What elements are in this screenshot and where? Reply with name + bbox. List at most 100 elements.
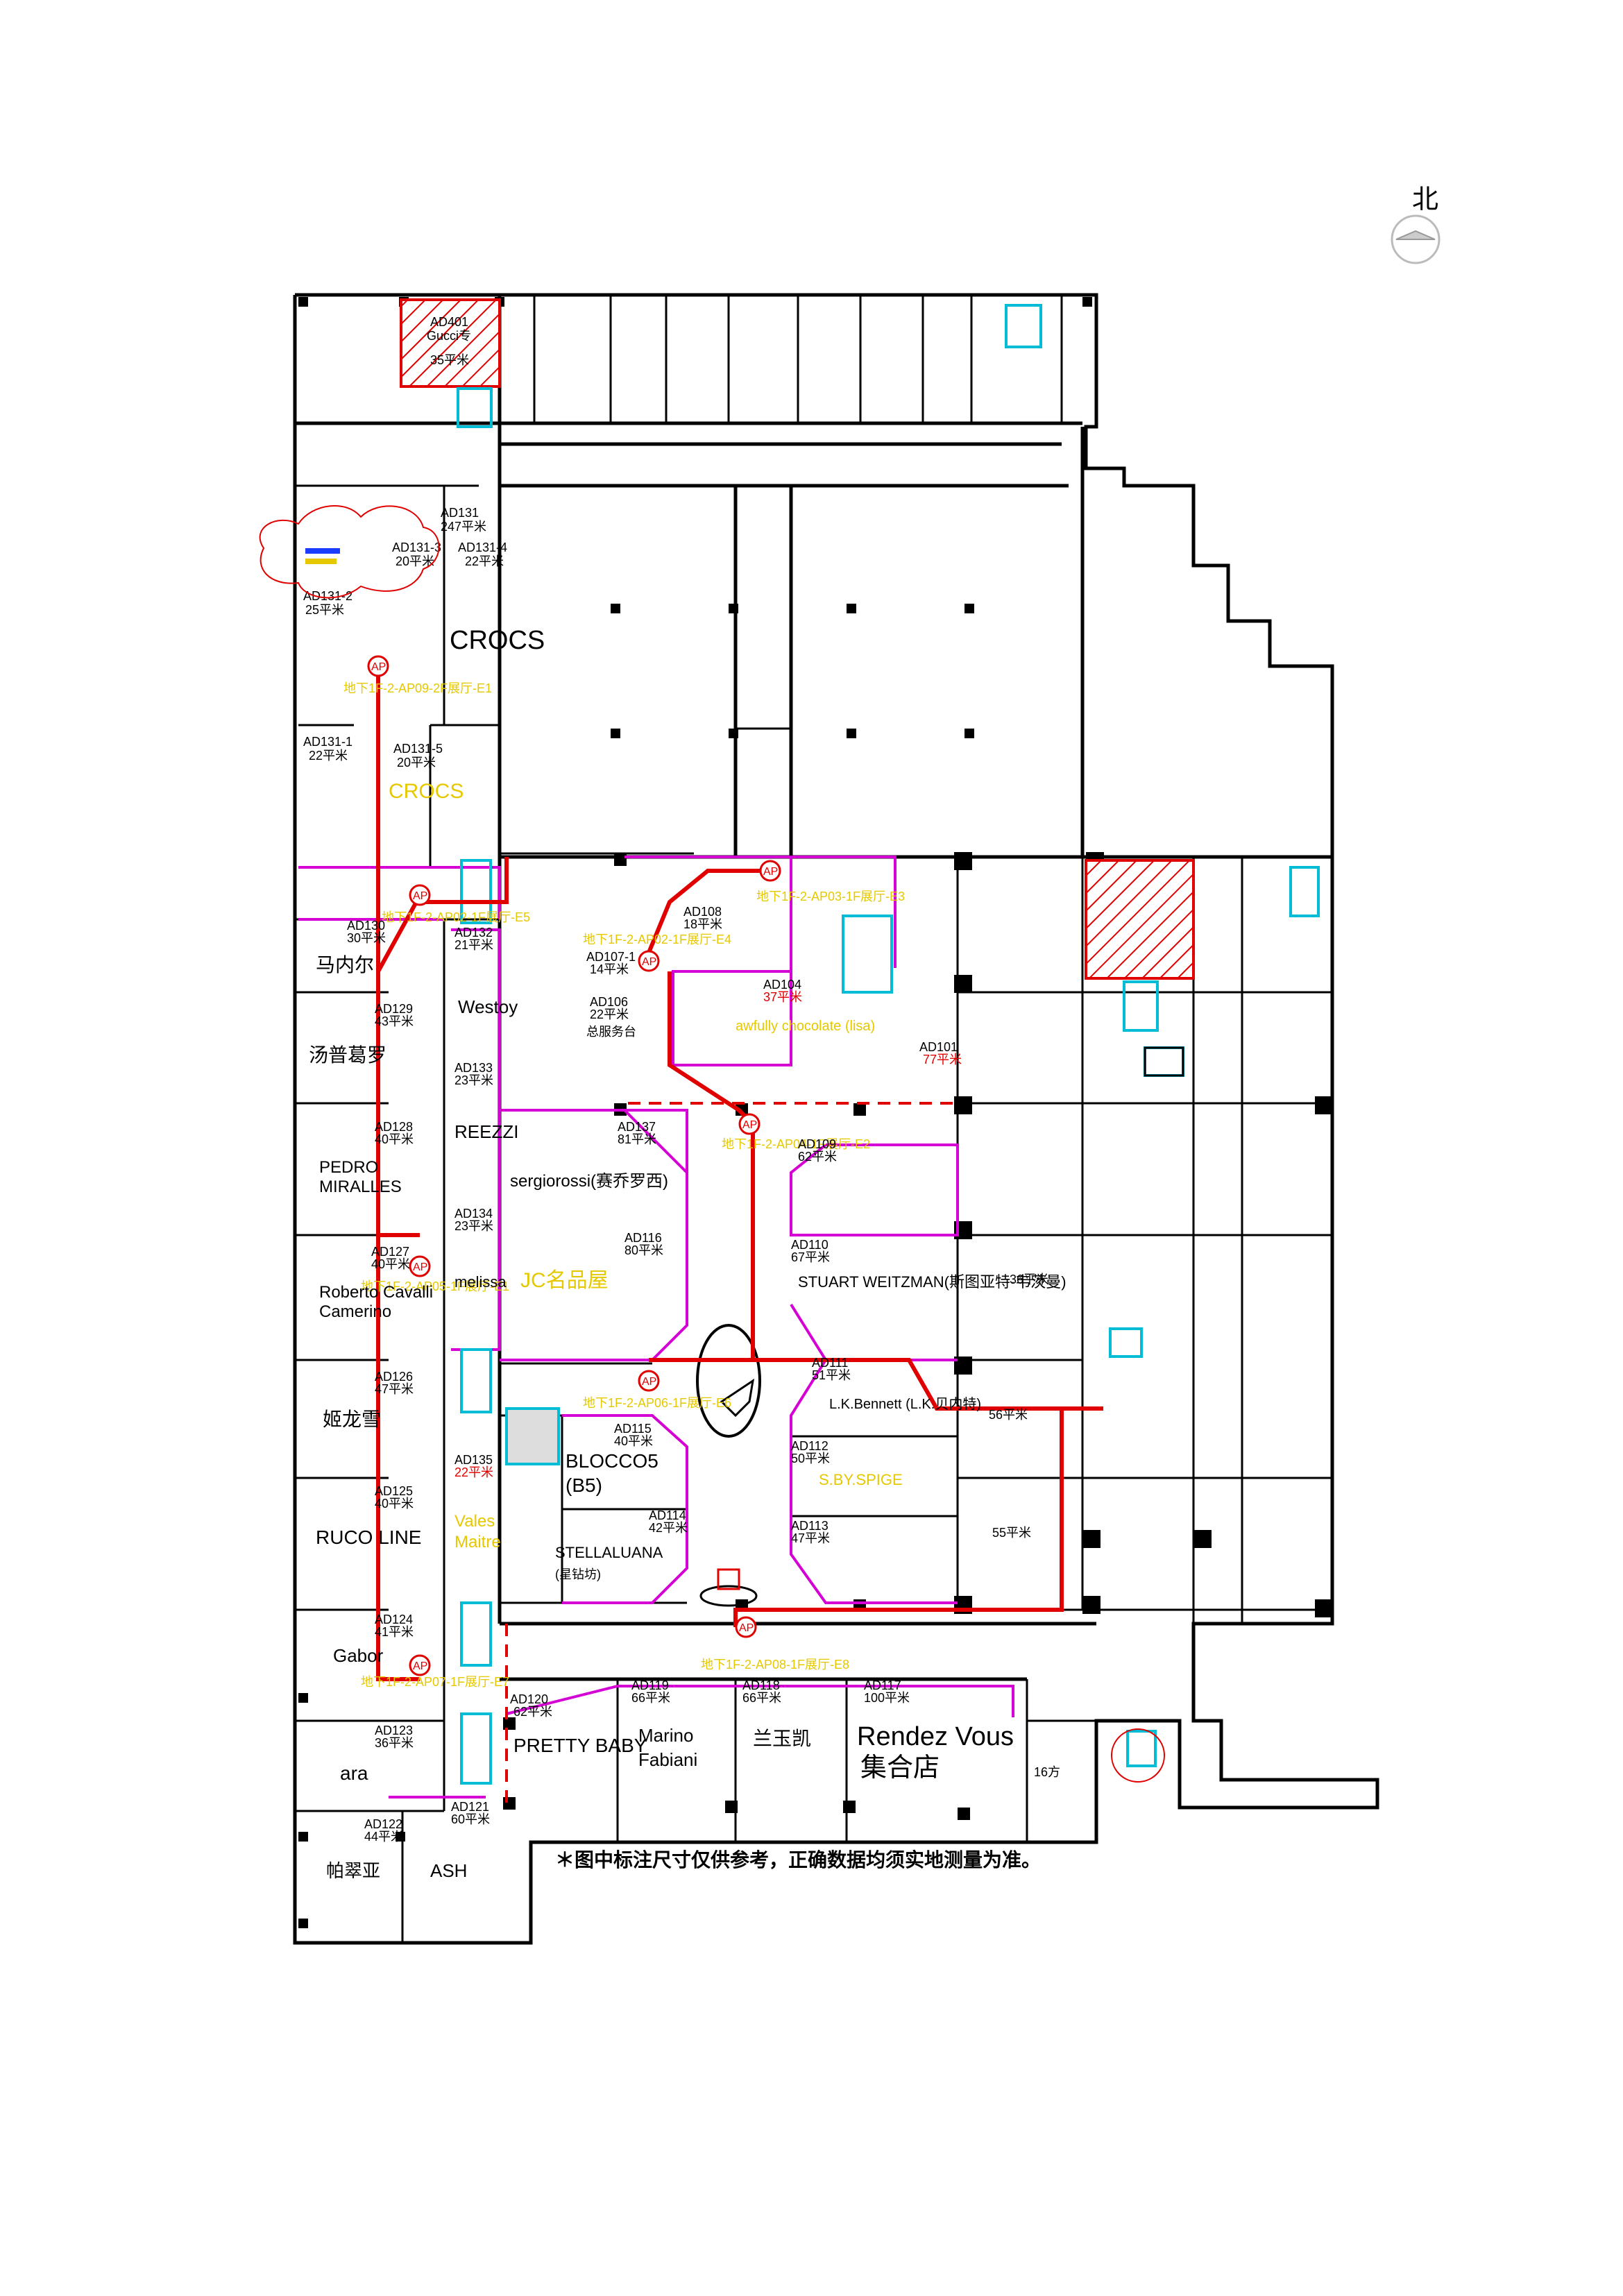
unit-name: ASH [430,1860,467,1881]
unit-area: 25平米 [305,603,344,617]
unit-name: Gucci专 [427,329,471,343]
unit-name: STELLALUANA [555,1544,663,1561]
shop-outlines [298,856,1014,1798]
unit-labels: AD401 Gucci专 35平米 AD131 247平米 AD131-3 20… [303,315,1067,1881]
unit-area: 37平米 [763,990,802,1004]
unit-name-vales: Vales [454,1512,495,1531]
unit-area: 47平米 [375,1382,414,1396]
unit-name-maitre: Maitre [454,1533,501,1551]
unit-code: AD128 [375,1120,413,1134]
revision-circle [1111,1728,1165,1783]
unit-name: L.K.Bennett (L.K.贝内特) [829,1396,981,1412]
ap-label: 地下1F-2-AP08-1F展厅-E8 [701,1658,849,1672]
unit-name: 帕翠亚 [326,1860,380,1881]
room-area: 55平米 [992,1526,1031,1540]
ap-label: 地下1F-2-AP09-2F展厅-E1 [343,681,492,695]
ap-label: 地下1F-2-AP06-1F展厅-E6 [583,1396,731,1410]
unit-code: AD106 [590,995,628,1009]
unit-name-rendez: Rendez Vous [857,1722,1014,1751]
unit-name: CROCS [389,780,464,803]
room-area: 16方 [1034,1765,1060,1779]
unit-code: AD131-1 [303,735,352,749]
unit-name: 马内尔 [316,954,374,976]
unit-area: 100平米 [864,1691,910,1705]
ap-marker: AP [735,1616,757,1638]
ap-marker: AP [738,1113,760,1135]
unit-code: AD115 [614,1422,652,1436]
unit-area: 23平米 [454,1219,493,1233]
unit-code: AD134 [454,1207,493,1221]
unit-name-miralles: MIRALLES [319,1177,402,1196]
unit-name-fabiani: Fabiani [638,1749,697,1770]
unit-code: AD111 [812,1356,848,1370]
unit-area: 22平米 [465,554,504,568]
unit-code: AD133 [454,1061,493,1075]
unit-area: 40平米 [371,1257,410,1271]
unit-name-crocs: CROCS [450,626,545,655]
unit-code: AD131 [441,506,479,520]
unit-code: AD131-5 [393,742,443,756]
compass-arrow-icon [1395,230,1436,240]
unit-name: awfully chocolate (lisa) [736,1019,875,1034]
svg-text:AP: AP [642,1376,656,1388]
unit-name: RUCO LINE [316,1527,421,1548]
unit-code: AD112 [791,1439,829,1453]
unit-name: melissa [454,1273,507,1291]
unit-name-camerino: Camerino [319,1302,391,1321]
ap-label: 地下1F-2-AP02-1F展厅-E5 [382,910,530,924]
svg-text:AP: AP [739,1622,754,1634]
unit-area: 40平米 [614,1434,653,1448]
unit-subname: (星钻坊) [555,1567,601,1581]
north-compass: 北 [1391,185,1441,264]
unit-area: 44平米 [364,1830,403,1844]
unit-code: AD125 [375,1484,413,1498]
unit-area: 42平米 [649,1521,688,1535]
disclaimer-note: ＊图中标注尺寸仅供参考，正确数据均须实地测量为准。 [555,1848,1041,1871]
unit-name: ara [340,1762,368,1784]
compass-label: 北 [1412,185,1438,214]
atrium [696,1324,761,1607]
hatched-area-right [1085,859,1195,980]
unit-area: 66平米 [631,1691,670,1705]
ap-marker: AP [409,1654,431,1676]
building-walls [293,293,1379,1945]
unit-code: AD131-2 [303,589,352,603]
unit-name-pedro: PEDRO [319,1158,378,1177]
unit-area: 50平米 [791,1452,830,1465]
unit-code: AD401 [430,315,468,329]
unit-area: 22平米 [309,749,348,763]
unit-name: 汤普葛罗 [309,1044,386,1066]
unit-area: 62平米 [513,1705,552,1719]
unit-code: AD117 [864,1678,901,1692]
unit-name: 兰玉凯 [753,1728,811,1749]
unit-name-blocco: BLOCCO5 [566,1450,658,1472]
svg-text:AP: AP [742,1119,757,1131]
unit-code: AD101 [919,1040,958,1054]
unit-code: AD130 [347,919,385,933]
unit-area: 60平米 [451,1812,490,1826]
unit-name: 总服务台 [586,1025,636,1039]
ap-label: 地下1F-2-AP07-1F展厅-E7 [361,1675,509,1689]
svg-text:AP: AP [413,890,427,902]
unit-code: AD137 [618,1120,656,1134]
marker-blue [305,548,340,554]
unit-code: AD132 [454,926,493,939]
ap-label: 地下1F-2-AP02-1F展厅-E4 [583,933,731,946]
unit-area: 36平米 [375,1736,414,1750]
ap-marker: AP [759,860,781,882]
unit-code: AD120 [510,1692,548,1706]
ap-label: 地下1F-2-AP03-1F展厅-E3 [756,890,905,903]
unit-area: 40平米 [375,1132,414,1146]
unit-code: AD118 [742,1678,780,1692]
revision-cloud [259,505,440,599]
ap-labels: 地下1F-2-AP09-2F展厅-E1 地下1F-2-AP02-1F展厅-E5 … [343,681,905,1689]
ap-label: 地下1F-2-AP05-1F展厅-E1 [361,1279,509,1293]
marker-yellow [305,559,337,564]
unit-name-b5: (B5) [566,1474,602,1496]
unit-area: 14平米 [590,962,629,976]
svg-text:AP: AP [371,661,386,673]
unit-area: 21平米 [454,938,493,952]
unit-area: 66平米 [742,1691,781,1705]
unit-area: 77平米 [923,1053,962,1066]
unit-area: 20平米 [397,756,436,769]
